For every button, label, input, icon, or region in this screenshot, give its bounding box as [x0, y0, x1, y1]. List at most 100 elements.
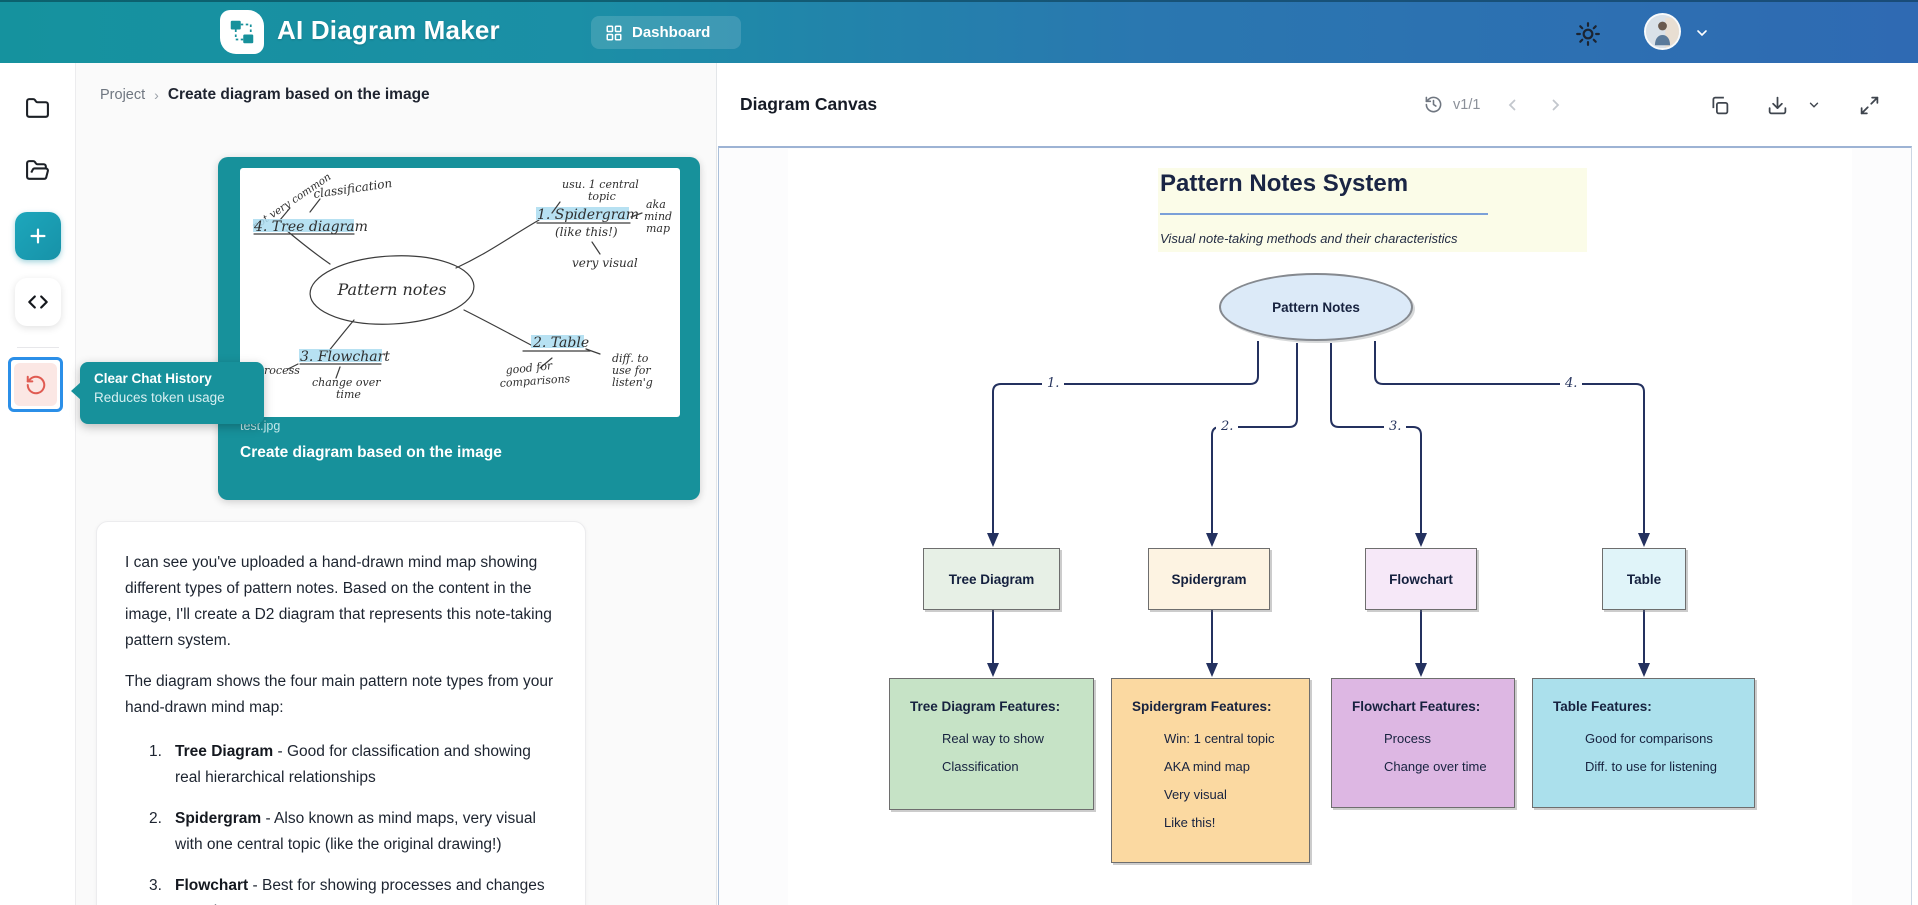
node-tree-diagram: Tree Diagram [923, 548, 1060, 610]
feature-item: AKA mind map [1164, 759, 1250, 774]
breadcrumb-separator: › [154, 87, 159, 103]
svg-text:4. Tree diagram: 4. Tree diagram [253, 219, 368, 235]
features-title: Flowchart Features: [1352, 699, 1481, 714]
node-table: Table [1602, 548, 1686, 610]
tooltip-title: Clear Chat History [94, 371, 212, 386]
svg-text:(like this!): (like this!) [555, 225, 618, 239]
feature-item: Change over time [1384, 759, 1487, 774]
canvas-panel-title: Diagram Canvas [740, 94, 878, 114]
download-icon [1768, 96, 1786, 114]
code-view-button[interactable] [15, 278, 61, 326]
plus-icon [30, 228, 46, 244]
previous-version-button chevron-left-icon[interactable] [1504, 96, 1522, 114]
copy-diagram-button[interactable] [1706, 92, 1732, 118]
projects-folder-button[interactable] [24, 96, 52, 122]
feature-item: Classification [942, 759, 1019, 774]
features-title: Tree Diagram Features: [910, 699, 1061, 714]
folder-icon [26, 98, 49, 118]
feature-item: Like this! [1164, 815, 1216, 830]
list-item-number: 1. [149, 743, 162, 761]
node-flowchart: Flowchart [1365, 548, 1477, 610]
features-flowchart: Flowchart Features: Process Change over … [1331, 678, 1515, 808]
tooltip-subtitle: Reduces token usage [94, 390, 225, 405]
svg-text:change over: change over [312, 376, 381, 389]
feature-item: Win: 1 central topic [1164, 731, 1275, 746]
next-version-button chevron-right-icon[interactable] [1546, 96, 1564, 114]
assistant-paragraph-1: I can see you've uploaded a hand-drawn m… [125, 554, 552, 650]
version-indicator: v1/1 [1453, 96, 1481, 113]
svg-text:2. Table: 2. Table [532, 335, 589, 351]
edge-label-1: 1. [1042, 376, 1065, 391]
pattern-types-list: 1. Tree Diagram - Good for classificatio… [125, 739, 557, 905]
features-spidergram: Spidergram Features: Win: 1 central topi… [1111, 678, 1310, 863]
breadcrumb-project-link[interactable]: Project [100, 87, 146, 103]
list-item-text: - Also known as mind maps, very visual w… [175, 810, 536, 854]
user-prompt-text: Create diagram based on the image [240, 444, 502, 461]
diagram-subtitle: Visual note-taking methods and their cha… [1160, 231, 1458, 246]
assistant-paragraph-2: The diagram shows the four main pattern … [125, 673, 554, 717]
list-item-term: Tree Diagram [175, 743, 274, 761]
svg-text:process: process [257, 364, 300, 377]
list-item: 2. Spidergram - Also known as mind maps,… [125, 806, 557, 858]
avatar-photo [1646, 15, 1679, 48]
code-icon [28, 295, 48, 309]
chevron-down-icon [1697, 30, 1707, 37]
download-diagram-button[interactable] [1764, 92, 1790, 118]
svg-text:mind: mind [644, 210, 672, 223]
list-item-text: - Best for showing processes and changes… [175, 877, 545, 905]
clear-chat-history-button[interactable] [8, 357, 63, 412]
user-message-upload-card: Pattern notes 1. Spidergram (like this!)… [218, 157, 700, 500]
features-tree-diagram: Tree Diagram Features: Real way to show … [889, 678, 1094, 810]
open-project-button[interactable] [23, 158, 51, 184]
diagram-logo-icon [230, 20, 254, 44]
node-label: Table [1626, 571, 1662, 587]
svg-text:map: map [646, 222, 670, 235]
feature-item: Real way to show [942, 731, 1044, 746]
svg-text:1. Spidergram: 1. Spidergram [537, 207, 639, 223]
nav-dashboard-button[interactable]: Dashboard [591, 16, 741, 49]
clear-history-tooltip: Clear Chat History Reduces token usage [71, 362, 264, 424]
dashboard-grid-icon [606, 25, 622, 40]
avatar-menu-chevron[interactable] [1694, 25, 1710, 41]
svg-text:topic: topic [588, 190, 616, 203]
top-navigation-bar: AI Diagram Maker Dashboard [0, 0, 1918, 63]
hand-drawn-mindmap-sketch: Pattern notes 1. Spidergram (like this!)… [250, 171, 672, 401]
svg-text:diff. to: diff. to [612, 352, 649, 365]
nav-dashboard-label: Dashboard [632, 24, 711, 41]
new-diagram-button[interactable] [15, 212, 61, 260]
svg-text:usu. 1 central: usu. 1 central [562, 178, 639, 191]
svg-text:very visual: very visual [572, 256, 638, 270]
folder-open-icon [26, 160, 49, 180]
version-controls: v1/1 [1424, 95, 1564, 114]
diagram-connectors [987, 341, 1650, 677]
user-avatar[interactable] [1644, 13, 1681, 50]
uploaded-image-thumbnail[interactable]: Pattern notes 1. Spidergram (like this!)… [240, 168, 680, 417]
node-label: Flowchart [1389, 571, 1453, 587]
rail-divider [17, 347, 59, 348]
diagram-title-underline [1160, 213, 1488, 215]
root-node-label: Pattern Notes [1272, 299, 1360, 315]
sun-icon [1576, 22, 1600, 46]
left-icon-rail [0, 63, 76, 905]
edge-label-3: 3. [1384, 419, 1407, 434]
theme-toggle-button[interactable] [1575, 21, 1601, 47]
feature-item: Process [1384, 731, 1431, 746]
assistant-message-card: I can see you've uploaded a hand-drawn m… [96, 521, 586, 905]
chevron-down-icon [1809, 102, 1819, 108]
canvas-action-buttons [1706, 92, 1898, 118]
list-item: 1. Tree Diagram - Good for classificatio… [125, 739, 557, 791]
edge-label-2: 2. [1216, 419, 1239, 434]
app-logo [220, 10, 264, 54]
list-item-term: Flowchart [175, 877, 249, 895]
breadcrumb: Project › Create diagram based on the im… [100, 86, 430, 104]
copy-icon [1712, 96, 1728, 114]
download-options-chevron[interactable] [1806, 92, 1822, 118]
list-item-term: Spidergram [175, 810, 262, 828]
svg-text:listen'g: listen'g [612, 376, 653, 389]
fullscreen-button[interactable] [1856, 92, 1882, 118]
features-table: Table Features: Good for comparisons Dif… [1532, 678, 1755, 808]
list-item: 3. Flowchart - Best for showing processe… [125, 873, 557, 905]
diagram-title: Pattern Notes System [1160, 170, 1409, 197]
list-item-text: - Good for classification and showing re… [175, 743, 531, 787]
